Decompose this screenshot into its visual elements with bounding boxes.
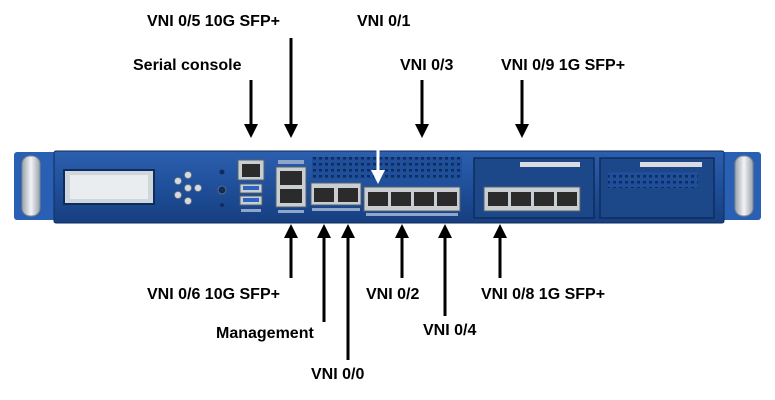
vent-grille [312,157,462,179]
right-rack-ear [719,152,761,220]
label-serial-console: Serial console [133,57,242,74]
label-vni-0-9: VNI 0/9 1G SFP+ [501,57,626,74]
label-vni-0-4: VNI 0/4 [423,322,477,339]
label-vni-0-6: VNI 0/6 10G SFP+ [147,286,280,303]
label-vni-0-0: VNI 0/0 [311,366,365,383]
sfp-10g-cage [275,160,307,213]
management-ports [310,182,362,211]
usb-ports [239,183,263,212]
label-vni-0-3: VNI 0/3 [400,57,454,74]
lcd-display [63,169,155,205]
label-vni-0-2: VNI 0/2 [366,286,420,303]
expansion-module-1g [473,157,595,219]
copper-ports-0-1-to-0-4 [363,186,461,216]
label-vni-0-5: VNI 0/5 10G SFP+ [147,13,280,30]
label-vni-0-8: VNI 0/8 1G SFP+ [481,286,606,303]
label-management: Management [216,325,314,342]
arrow-vni-0-1 [371,38,385,184]
label-vni-0-1: VNI 0/1 [357,13,411,30]
serial-console-port [237,159,265,181]
lcd-keypad [174,171,202,205]
expansion-module-blank [599,157,715,219]
power-reset-buttons [217,169,227,207]
left-rack-ear [14,152,56,220]
